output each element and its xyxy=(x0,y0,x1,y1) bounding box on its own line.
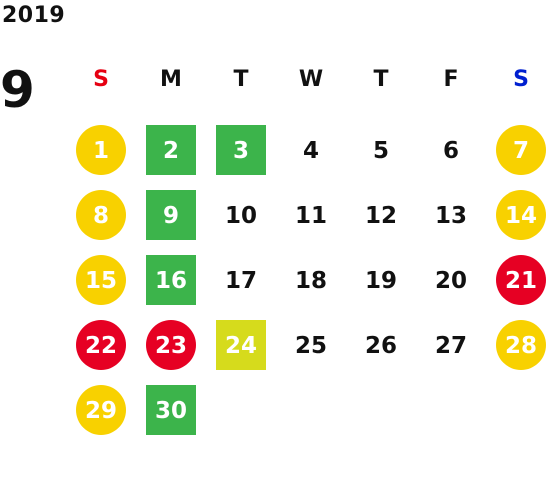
day-number: 6 xyxy=(442,137,459,164)
weekday-saturday: S xyxy=(513,67,529,92)
day-circle-marker xyxy=(76,320,126,370)
calendar-day[interactable]: 26 xyxy=(346,313,416,378)
day-number: 15 xyxy=(84,267,117,294)
day-number: 22 xyxy=(84,332,117,359)
day-number: 27 xyxy=(434,332,467,359)
calendar-day[interactable]: 27 xyxy=(416,313,486,378)
day-number: 21 xyxy=(504,267,537,294)
calendar-day[interactable]: 3 xyxy=(206,118,276,183)
day-number: 4 xyxy=(302,137,319,164)
calendar-day[interactable]: 30 xyxy=(136,378,206,443)
day-number: 2 xyxy=(162,137,179,164)
day-number: 7 xyxy=(512,137,529,164)
calendar-day[interactable]: 21 xyxy=(486,248,548,313)
day-number: 24 xyxy=(224,332,257,359)
day-number: 16 xyxy=(154,267,187,294)
calendar-day[interactable]: 11 xyxy=(276,183,346,248)
day-circle-marker xyxy=(146,320,196,370)
calendar-month: 9 xyxy=(0,61,35,119)
weekday-sunday: S xyxy=(93,67,109,92)
day-square-marker xyxy=(216,320,266,370)
calendar-day[interactable]: 29 xyxy=(66,378,136,443)
calendar-day[interactable]: 15 xyxy=(66,248,136,313)
day-number: 18 xyxy=(294,267,327,294)
day-circle-marker xyxy=(76,190,126,240)
day-number: 20 xyxy=(434,267,467,294)
calendar-day[interactable]: 12 xyxy=(346,183,416,248)
day-number: 26 xyxy=(364,332,397,359)
weekday-monday: M xyxy=(160,67,182,92)
calendar-day[interactable]: 2 xyxy=(136,118,206,183)
calendar-day[interactable]: 8 xyxy=(66,183,136,248)
day-number: 30 xyxy=(154,397,187,424)
day-number: 14 xyxy=(504,202,537,229)
day-circle-marker xyxy=(76,125,126,175)
weekday-wednesday: W xyxy=(298,67,324,92)
day-square-marker xyxy=(216,125,266,175)
day-number: 10 xyxy=(224,202,257,229)
day-number: 17 xyxy=(224,267,257,294)
calendar-day[interactable]: 5 xyxy=(346,118,416,183)
day-number: 1 xyxy=(92,137,109,164)
calendar-day[interactable]: 14 xyxy=(486,183,548,248)
day-circle-marker xyxy=(496,190,546,240)
calendar-day[interactable]: 25 xyxy=(276,313,346,378)
day-circle-marker xyxy=(496,320,546,370)
calendar-day[interactable]: 4 xyxy=(276,118,346,183)
weekday-tuesday: T xyxy=(233,67,249,92)
calendar-day[interactable]: 1 xyxy=(66,118,136,183)
calendar-day[interactable]: 6 xyxy=(416,118,486,183)
day-number: 28 xyxy=(504,332,537,359)
day-number: 19 xyxy=(364,267,397,294)
calendar-day[interactable]: 19 xyxy=(346,248,416,313)
day-number: 5 xyxy=(372,137,389,164)
weekday-friday: F xyxy=(443,67,459,92)
day-number: 8 xyxy=(92,202,109,229)
day-circle-marker xyxy=(496,255,546,305)
day-number: 23 xyxy=(154,332,187,359)
calendar-day[interactable]: 16 xyxy=(136,248,206,313)
calendar-day[interactable]: 24 xyxy=(206,313,276,378)
calendar-day[interactable]: 20 xyxy=(416,248,486,313)
calendar-day[interactable]: 13 xyxy=(416,183,486,248)
day-number: 12 xyxy=(364,202,397,229)
calendar-year: 2019 xyxy=(2,3,66,28)
day-square-marker xyxy=(146,385,196,435)
weekday-header: S M T W T F S xyxy=(66,62,548,98)
day-circle-marker xyxy=(496,125,546,175)
calendar-day[interactable]: 9 xyxy=(136,183,206,248)
day-number: 9 xyxy=(162,202,179,229)
day-square-marker xyxy=(146,190,196,240)
day-number: 13 xyxy=(434,202,467,229)
day-number: 25 xyxy=(294,332,327,359)
calendar-day[interactable]: 22 xyxy=(66,313,136,378)
day-square-marker xyxy=(146,255,196,305)
calendar-day[interactable]: 7 xyxy=(486,118,548,183)
day-square-marker xyxy=(146,125,196,175)
calendar-day[interactable]: 18 xyxy=(276,248,346,313)
calendar-day[interactable]: 23 xyxy=(136,313,206,378)
day-number: 29 xyxy=(84,397,117,424)
calendar-day[interactable]: 17 xyxy=(206,248,276,313)
day-circle-marker xyxy=(76,255,126,305)
calendar-day[interactable]: 10 xyxy=(206,183,276,248)
calendar-day[interactable]: 28 xyxy=(486,313,548,378)
day-circle-marker xyxy=(76,385,126,435)
weekday-thursday: T xyxy=(373,67,389,92)
day-number: 11 xyxy=(294,202,327,229)
day-number: 3 xyxy=(232,137,249,164)
